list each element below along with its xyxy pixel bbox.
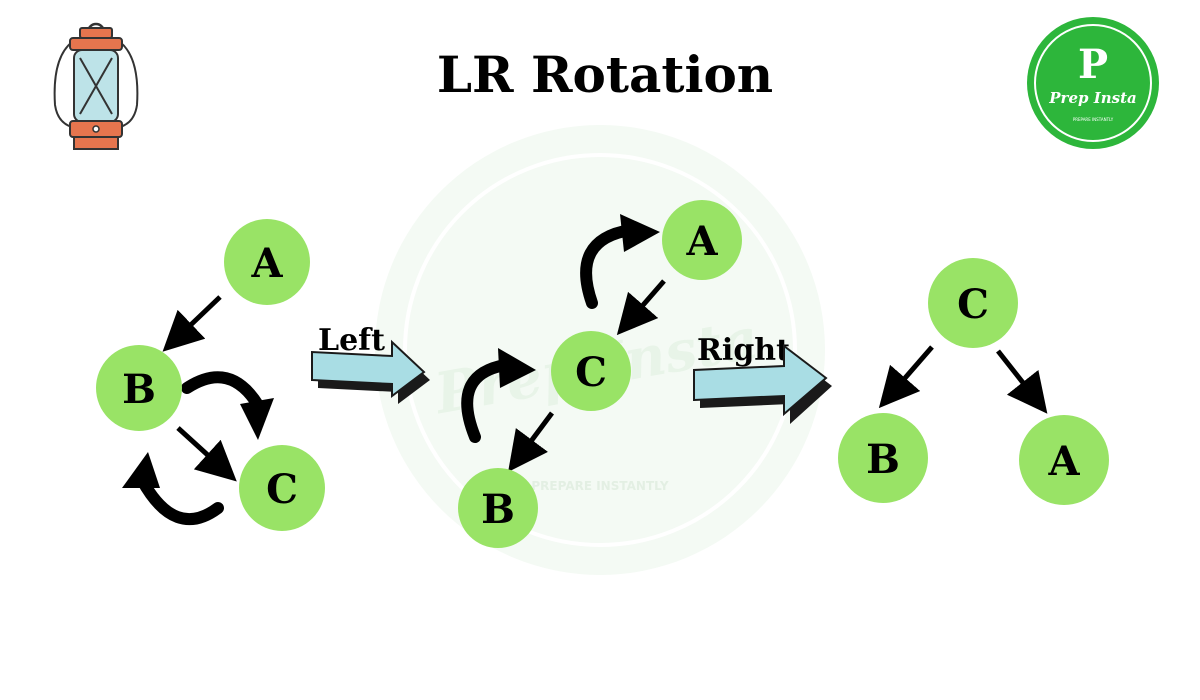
- prepinsta-logo: P Prep Insta PREPARE INSTANTLY: [1027, 17, 1159, 149]
- page-title: LR Rotation: [437, 45, 773, 104]
- node-c: C: [239, 445, 325, 531]
- node-label: B: [866, 436, 900, 483]
- edge-a-c: [616, 279, 666, 336]
- logo-tagline: PREPARE INSTANTLY: [1073, 117, 1114, 122]
- node-label: A: [685, 218, 718, 265]
- node-a: A: [224, 219, 310, 305]
- left-transition: Left: [311, 323, 430, 404]
- right-arrow-icon: [693, 343, 828, 417]
- rotation-arrow-icon: [122, 452, 224, 526]
- node-c: C: [928, 258, 1018, 348]
- edge-c-a: [996, 349, 1048, 414]
- node-a: A: [1019, 415, 1109, 505]
- tree-after-right: C B A: [838, 258, 1109, 505]
- node-label: A: [250, 240, 283, 287]
- node-b: B: [838, 413, 928, 503]
- node-label: A: [1047, 438, 1080, 485]
- edge-a-b: [162, 295, 222, 352]
- tree-after-left: A C B: [458, 200, 742, 548]
- edge-b-c: [176, 426, 237, 482]
- rotation-arrow-icon: [181, 371, 274, 440]
- node-label: C: [957, 281, 989, 328]
- right-arrow-icon: [311, 339, 426, 398]
- lantern-icon: [53, 22, 139, 150]
- logo-name: Prep Insta: [1048, 89, 1136, 107]
- rotation-arrow-icon: [580, 214, 660, 309]
- node-label: B: [481, 486, 515, 533]
- edge-c-b: [878, 345, 934, 409]
- logo-letter: P: [1078, 41, 1108, 88]
- watermark-tagline: PREPARE INSTANTLY: [531, 479, 669, 493]
- right-label: Right: [697, 333, 790, 368]
- edge-c-b: [508, 411, 555, 473]
- node-label: B: [122, 366, 156, 413]
- node-c: C: [551, 331, 631, 411]
- node-b: B: [96, 345, 182, 431]
- right-transition: Right: [693, 333, 832, 424]
- node-b: B: [458, 468, 538, 548]
- node-label: C: [575, 349, 607, 396]
- node-label: C: [266, 466, 298, 513]
- rotation-arrow-icon: [461, 348, 536, 443]
- tree-before: A B C: [96, 219, 325, 531]
- node-a: A: [662, 200, 742, 280]
